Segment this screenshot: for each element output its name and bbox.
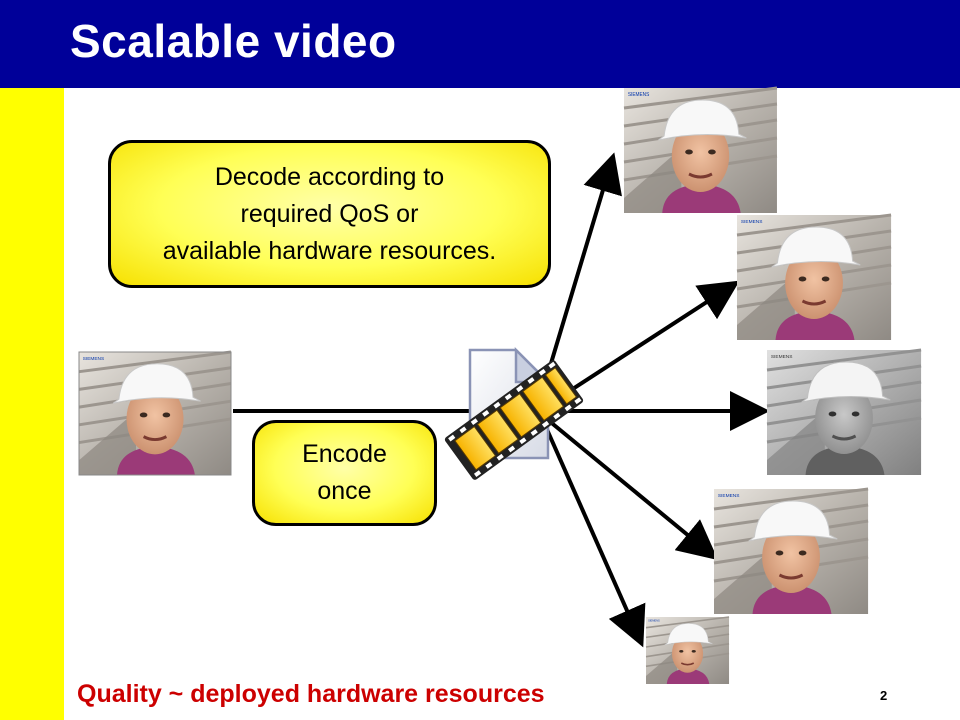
arrow-to-output-2 [546, 280, 740, 407]
left-accent-bar [0, 88, 64, 720]
input-video-thumbnail [77, 350, 233, 477]
output-thumbnail-1 [622, 86, 779, 215]
slide-number: 2 [880, 688, 888, 703]
footer-caption: Quality ~ deployed hardware resources [77, 680, 545, 708]
output-thumbnail-4 [712, 487, 870, 616]
encode-callout: Encode once [252, 420, 437, 526]
title-bar: Scalable video [0, 0, 960, 88]
decode-line-3: available hardware resources. [162, 236, 497, 265]
arrow-to-output-5 [543, 424, 646, 648]
output-thumbnail-5 [645, 616, 730, 685]
arrow-to-output-1 [538, 152, 622, 401]
arrow-to-output-4 [546, 418, 719, 561]
encode-line-2: once [317, 477, 372, 505]
decode-line-2: required QoS or [240, 199, 419, 228]
video-file-icon [444, 346, 584, 480]
decode-callout: Decode according to required QoS or avai… [108, 140, 551, 288]
output-thumbnail-2 [735, 213, 893, 342]
output-thumbnail-3-grayscale [765, 348, 923, 477]
encode-line-1: Encode [302, 440, 387, 468]
decode-line-1: Decode according to [214, 162, 445, 191]
arrows [233, 152, 770, 648]
slide-title: Scalable video [70, 15, 397, 67]
